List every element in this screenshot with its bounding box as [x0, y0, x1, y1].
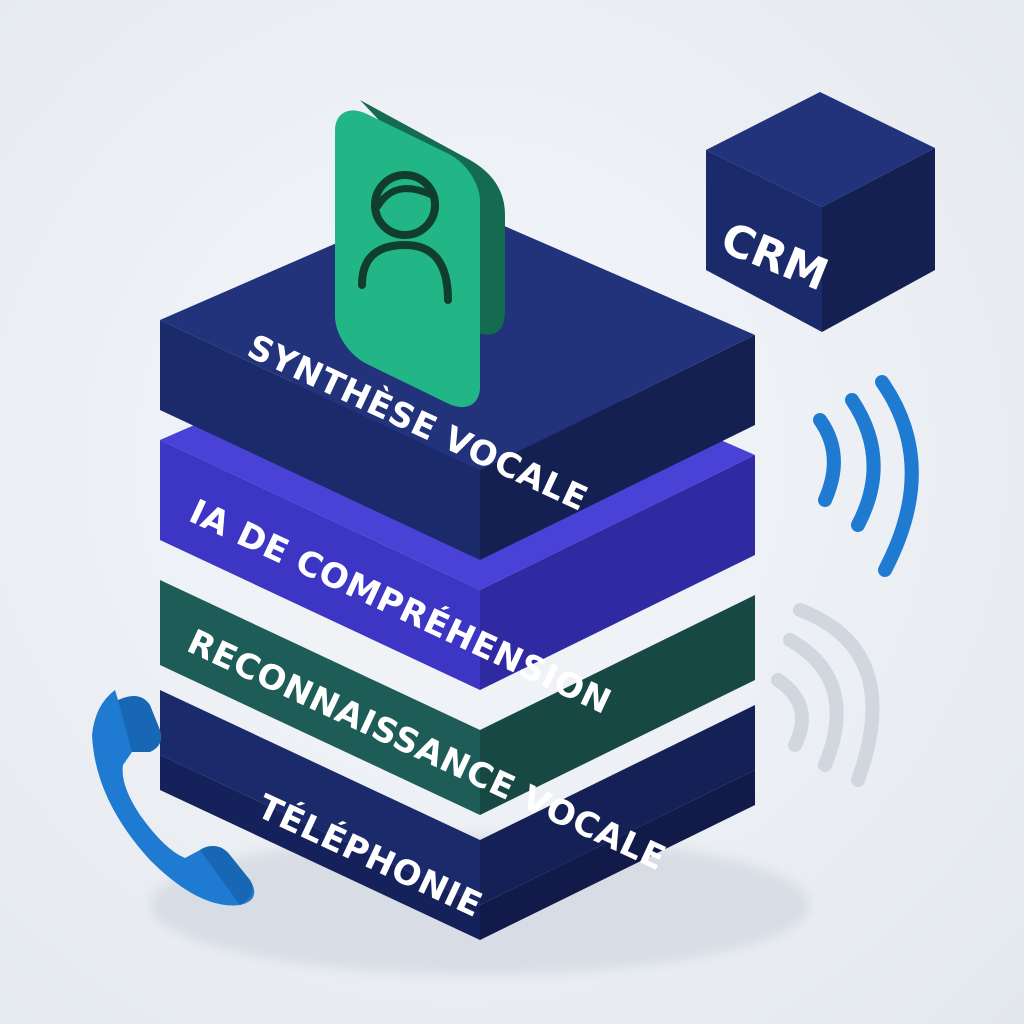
signal-waves-icon [813, 375, 919, 577]
layer-telephonie: TÉLÉPHONIE [160, 690, 755, 940]
phone-handset-icon [92, 690, 255, 906]
signal-waves-shadow-icon [771, 603, 880, 787]
user-avatar-icon [335, 100, 505, 408]
crm-cube: CRM [706, 92, 935, 332]
